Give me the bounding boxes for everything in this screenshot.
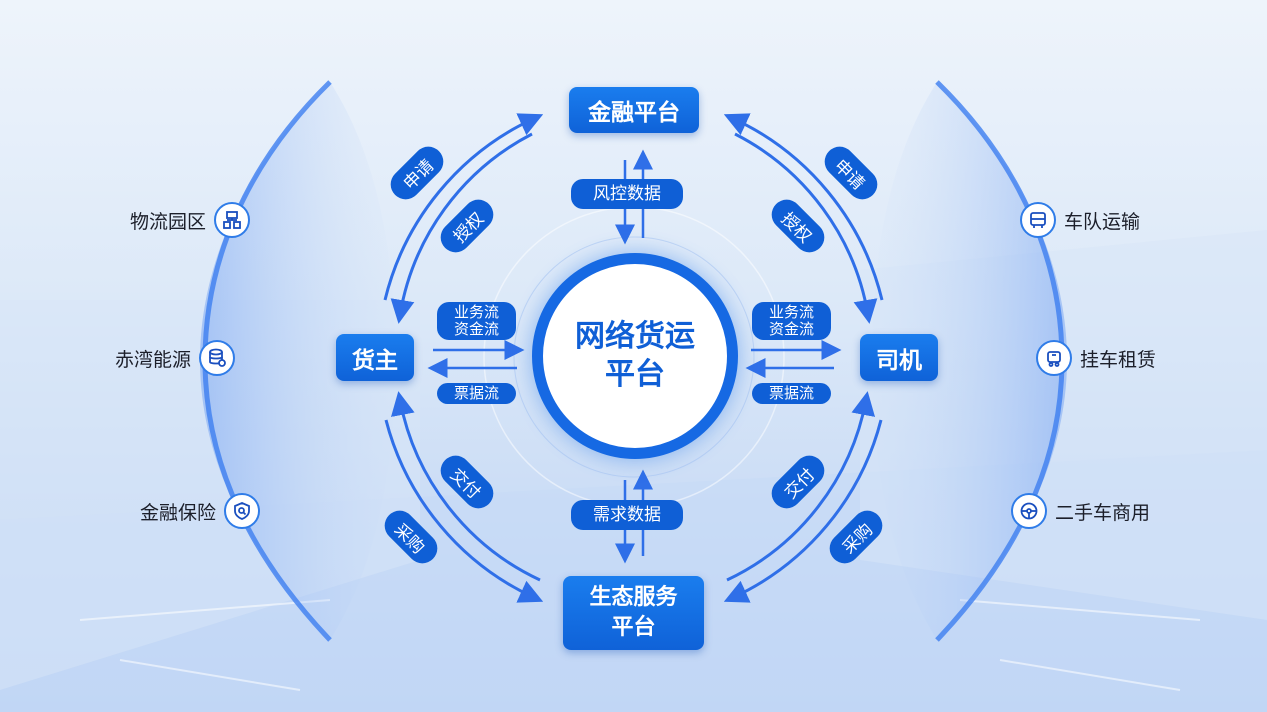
right-business-line1: 业务流 (768, 303, 814, 321)
arrow-ll-outer (384, 419, 544, 603)
demand-data-pill: 需求数据 (571, 500, 683, 530)
left-invoice-pill: 票据流 (437, 383, 516, 404)
satellite-trailer-rental-label: 挂车租赁 (1080, 348, 1157, 371)
shield-search-icon (224, 493, 260, 529)
demand-data-label: 需求数据 (593, 504, 661, 525)
satellite-fleet-transport-label: 车队运输 (1064, 210, 1141, 233)
arrow-ur-outer (723, 113, 884, 301)
center-platform: 网络货运 平台 (532, 253, 738, 459)
satellite-trailer-rental: 挂车租赁 (1036, 339, 1236, 377)
arrow-ur-inner (734, 132, 878, 324)
finance-platform-label: 金融平台 (588, 100, 680, 126)
satellite-logistics-park-label: 物流园区 (129, 210, 206, 233)
arrow-lr-outer (723, 419, 883, 603)
satellite-used-vehicle: 二手车商用 (1011, 492, 1211, 530)
server-icon (214, 202, 250, 238)
left-business-line1: 业务流 (453, 303, 499, 321)
satellite-chiwan-energy: 赤湾能源 (45, 339, 235, 377)
arrow-ll-inner (391, 391, 541, 582)
finance-platform-box: 金融平台 (569, 87, 699, 133)
steering-wheel-icon (1011, 493, 1047, 529)
arrow-ul-inner (390, 132, 533, 324)
driver-label: 司机 (876, 347, 922, 374)
ecosystem-line1: 生态服务 (589, 585, 678, 610)
ecosystem-line2: 平台 (611, 615, 656, 640)
right-business-line2: 资金流 (768, 320, 814, 338)
driver-box: 司机 (860, 334, 938, 381)
bus-icon (1020, 202, 1056, 238)
left-business-pill: 业务流 资金流 (437, 302, 516, 340)
satellite-fleet-transport: 车队运输 (1020, 201, 1220, 239)
shipper-box: 货主 (336, 334, 414, 381)
satellite-chiwan-energy-label: 赤湾能源 (114, 348, 191, 371)
ecosystem-platform-box: 生态服务 平台 (563, 576, 704, 650)
risk-data-pill: 风控数据 (571, 179, 683, 209)
satellite-used-vehicle-label: 二手车商用 (1055, 501, 1151, 524)
satellite-finance-insurance-label: 金融保险 (139, 501, 216, 524)
right-business-pill: 业务流 资金流 (752, 302, 831, 340)
risk-data-label: 风控数据 (593, 183, 661, 204)
left-business-line2: 资金流 (453, 320, 499, 338)
arrow-ul-outer (383, 113, 544, 301)
database-icon (199, 340, 235, 376)
right-invoice-label: 票据流 (768, 384, 814, 402)
trailer-icon (1036, 340, 1072, 376)
center-line1: 网络货运 (575, 319, 695, 354)
satellite-logistics-park: 物流园区 (60, 201, 250, 239)
arrow-lr-inner (726, 391, 876, 582)
satellite-finance-insurance: 金融保险 (70, 492, 260, 530)
center-line2: 平台 (605, 357, 665, 392)
right-invoice-pill: 票据流 (752, 383, 831, 404)
left-invoice-label: 票据流 (453, 384, 499, 402)
shipper-label: 货主 (352, 347, 398, 374)
